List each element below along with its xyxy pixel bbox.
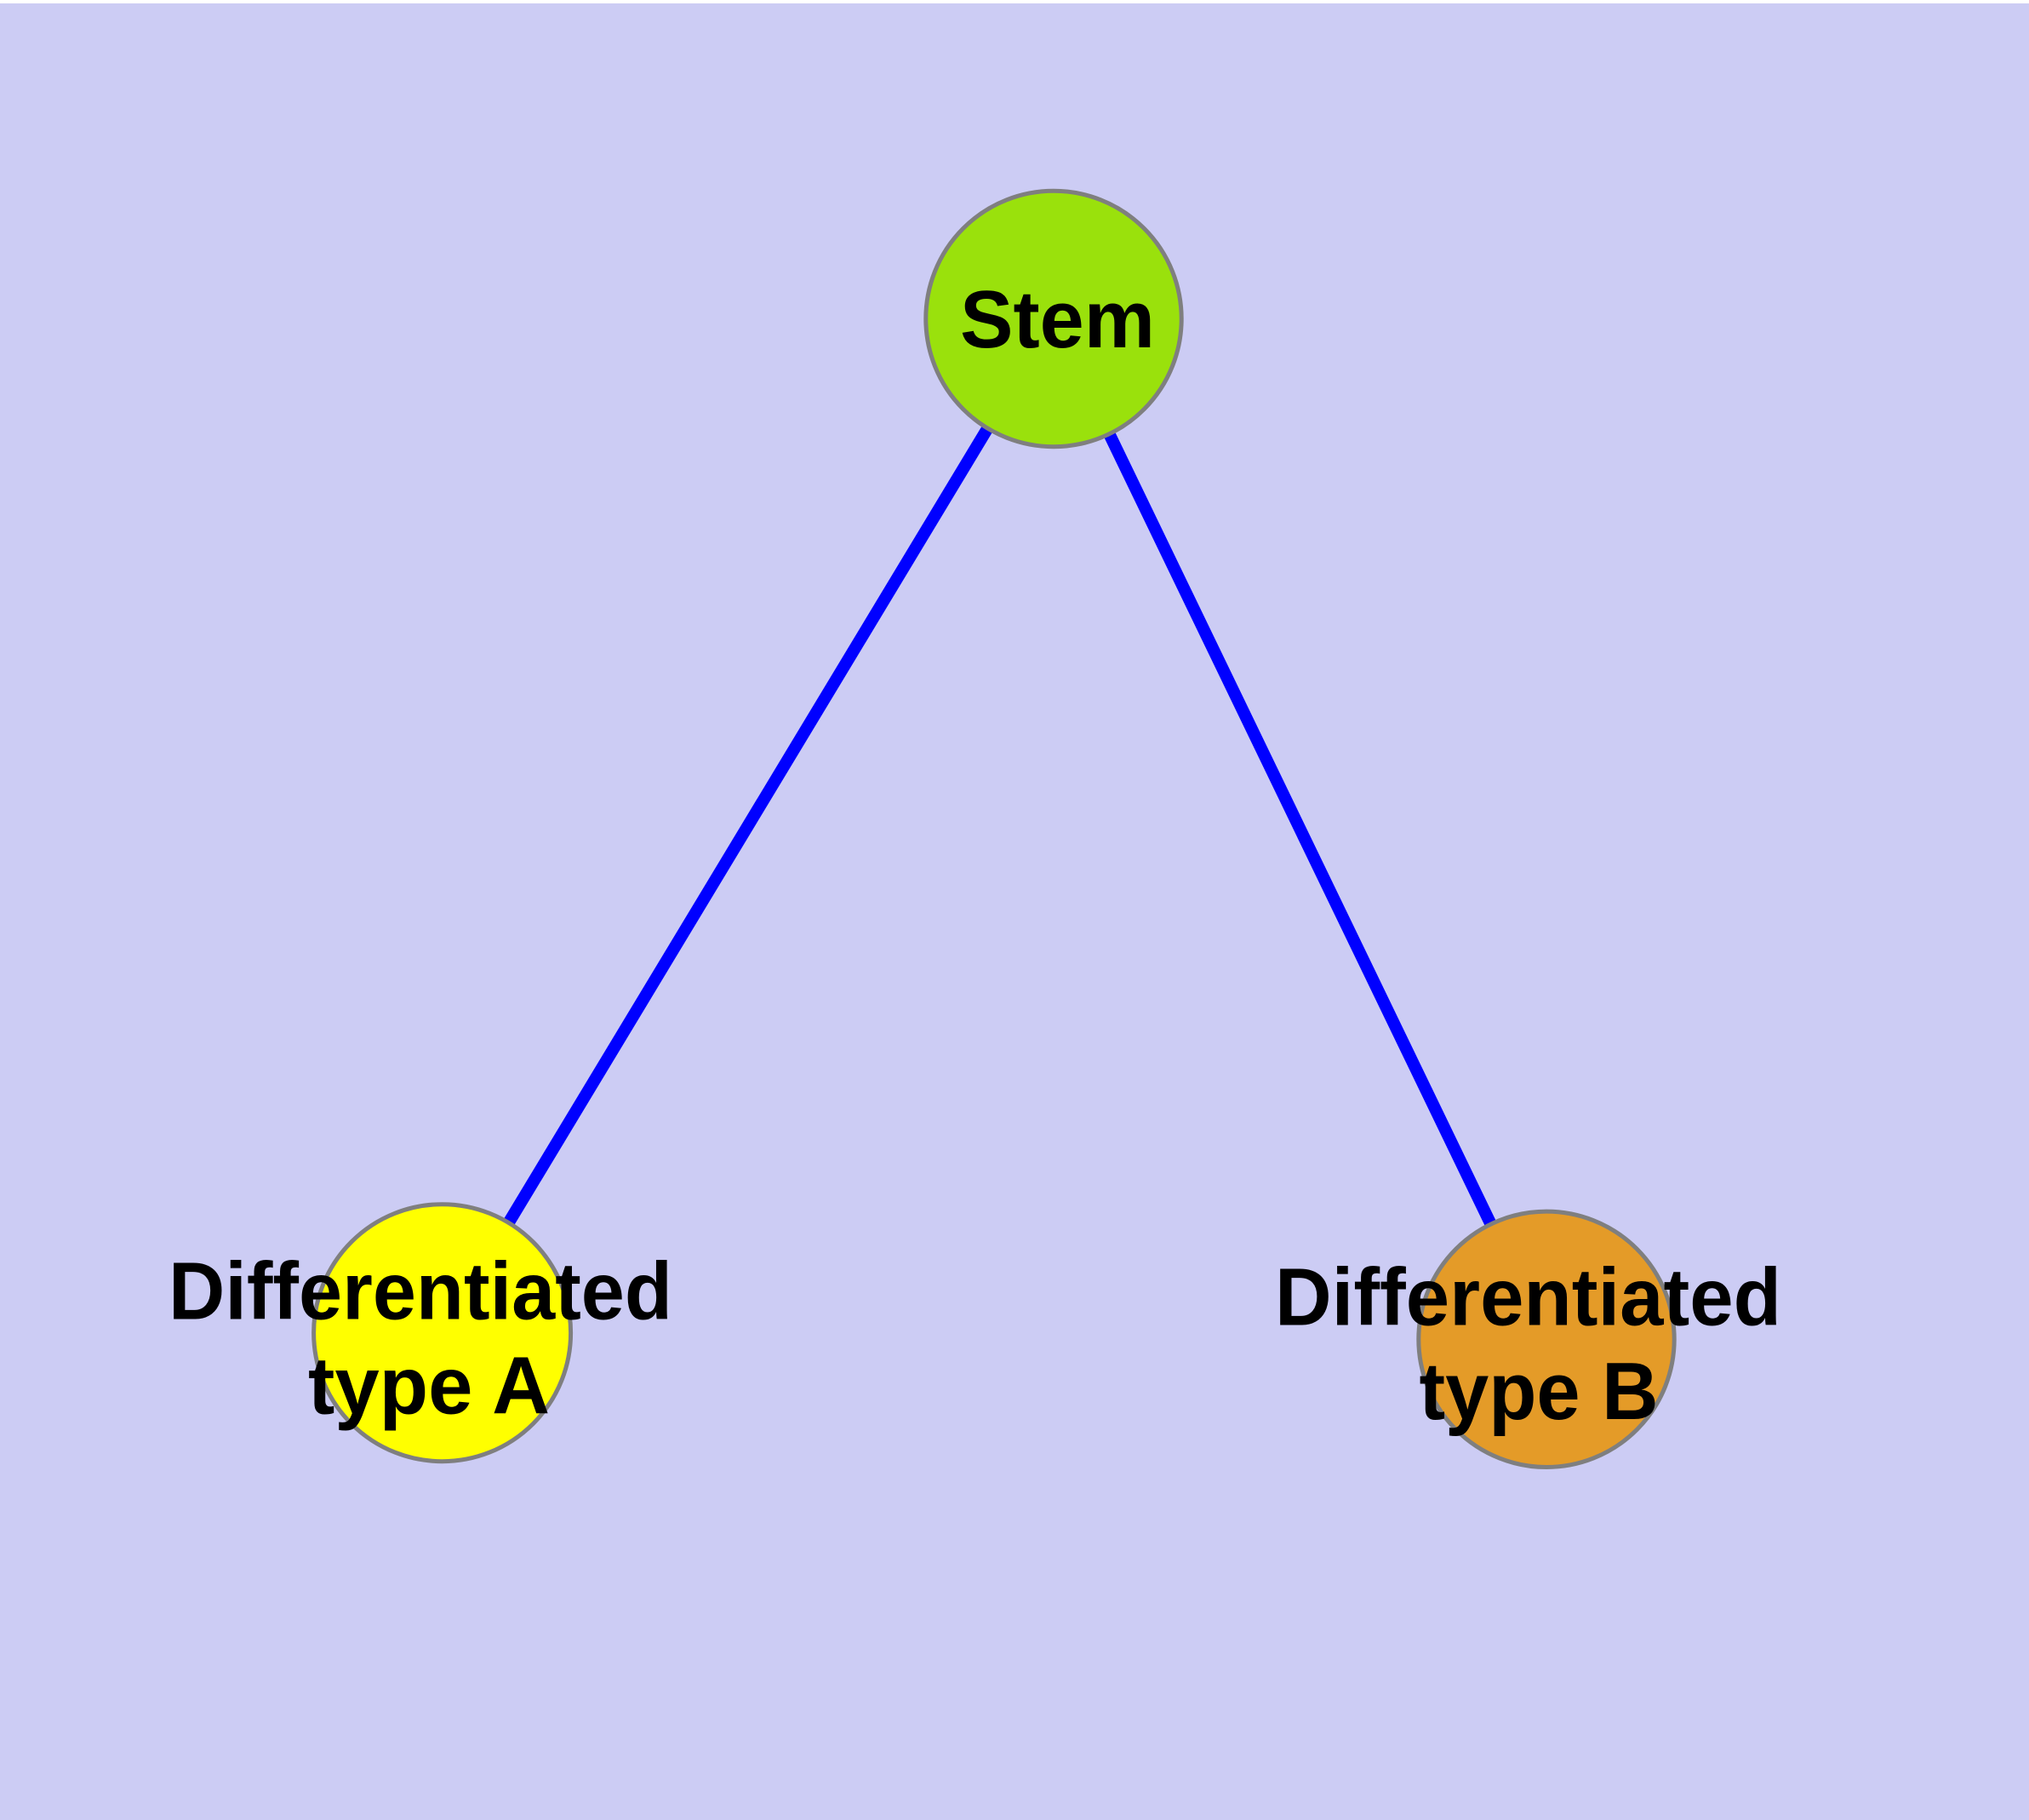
svg-text:Differentiated: Differentiated (169, 1246, 672, 1337)
svg-text:type A: type A (308, 1340, 550, 1431)
svg-text:type B: type B (1420, 1346, 1659, 1437)
svg-text:Stem: Stem (960, 274, 1155, 365)
svg-text:Differentiated: Differentiated (1275, 1251, 1781, 1342)
